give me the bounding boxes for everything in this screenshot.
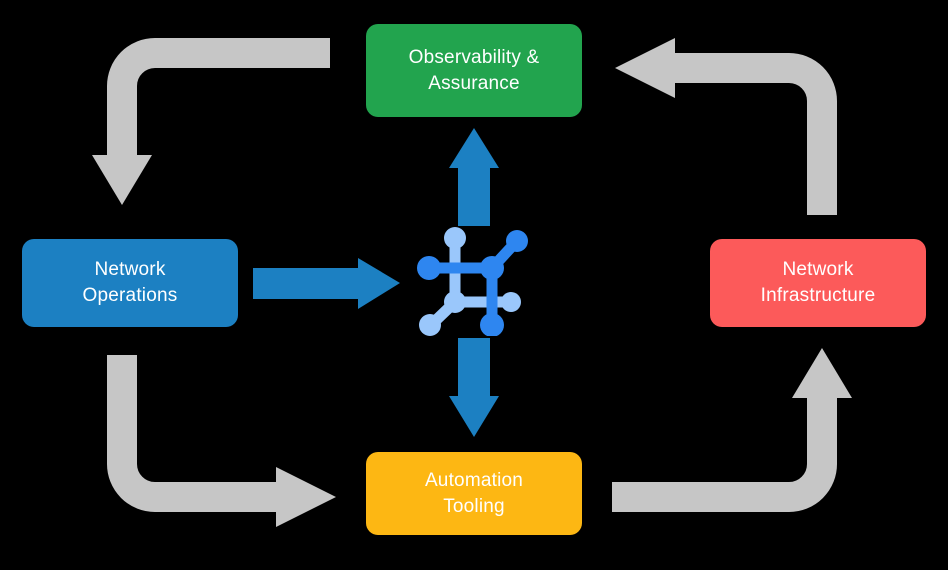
gray-arrow-automation-tooling-to-network-infrastructure: [612, 348, 852, 512]
node-box-automation-tooling[interactable]: Automation Tooling: [366, 452, 582, 535]
node-label-automation-tooling: Automation Tooling: [424, 469, 524, 517]
network-topology-icon: [414, 216, 534, 336]
blue-arrow-center-to-observability: [449, 128, 499, 226]
node-box-observability[interactable]: Observability & Assurance: [366, 24, 582, 117]
node-label-observability: Observability & Assurance: [408, 46, 540, 94]
gray-arrow-observability-to-network-operations: [92, 38, 330, 205]
blue-arrow-network-operations-to-center: [253, 258, 400, 309]
node-label-network-infrastructure: Network Infrastructure: [760, 259, 876, 306]
node-box-network-infrastructure[interactable]: Network Infrastructure: [710, 239, 926, 327]
node-label-network-operations: Network Operations: [82, 259, 178, 306]
gray-arrow-network-operations-to-automation-tooling: [107, 355, 336, 527]
gray-arrow-network-infrastructure-to-observability: [615, 38, 837, 215]
node-box-network-operations[interactable]: Network Operations: [22, 239, 238, 327]
blue-arrow-center-to-automation-tooling: [449, 338, 499, 437]
